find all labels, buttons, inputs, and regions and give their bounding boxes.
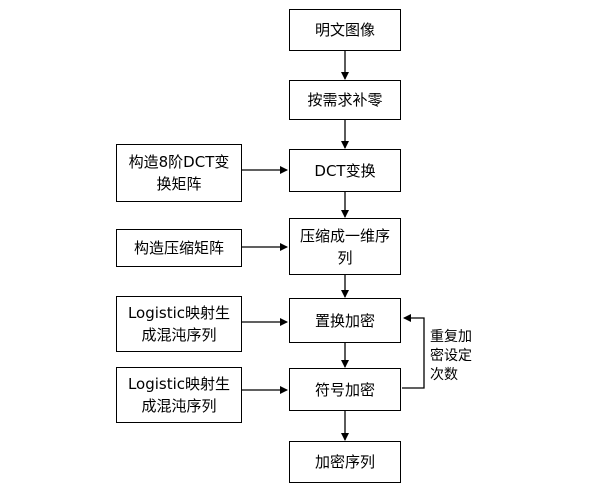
arrow-repeat-loop (402, 314, 425, 389)
node-compress-to-sequence: 压缩成一维序列 (289, 218, 401, 275)
node-plain-image-label: 明文图像 (314, 21, 375, 39)
repeat-loop-label: 重复加密设定次数 (430, 329, 472, 383)
node-build-dct-matrix: 构造8阶DCT变换矩阵 (116, 144, 242, 202)
node-dct-transform: DCT变换 (289, 149, 401, 192)
node-dct-transform-label: DCT变换 (314, 161, 376, 180)
node-permutation-encryption: 置换加密 (289, 298, 401, 343)
node-zero-padding: 按需求补零 (289, 80, 401, 120)
node-cipher-sequence-label: 加密序列 (314, 453, 375, 471)
node-logistic-map-1: Logistic映射生成混沌序列 (116, 296, 242, 352)
node-cipher-sequence: 加密序列 (289, 441, 401, 483)
node-compress-to-sequence-label: 压缩成一维序列 (299, 226, 390, 267)
node-permutation-encryption-label: 置换加密 (314, 311, 375, 330)
node-sign-encryption-label: 符号加密 (314, 380, 375, 399)
node-plain-image: 明文图像 (289, 9, 401, 51)
node-build-compress-matrix: 构造压缩矩阵 (116, 229, 242, 267)
node-sign-encryption: 符号加密 (289, 368, 401, 411)
node-build-compress-matrix-label: 构造压缩矩阵 (133, 239, 224, 257)
node-zero-padding-label: 按需求补零 (307, 91, 383, 109)
node-logistic-map-1-label: Logistic映射生成混沌序列 (127, 304, 231, 344)
node-logistic-map-2: Logistic映射生成混沌序列 (116, 367, 242, 423)
node-logistic-map-2-label: Logistic映射生成混沌序列 (127, 375, 231, 415)
node-build-dct-matrix-label: 构造8阶DCT变换矩阵 (128, 153, 230, 193)
